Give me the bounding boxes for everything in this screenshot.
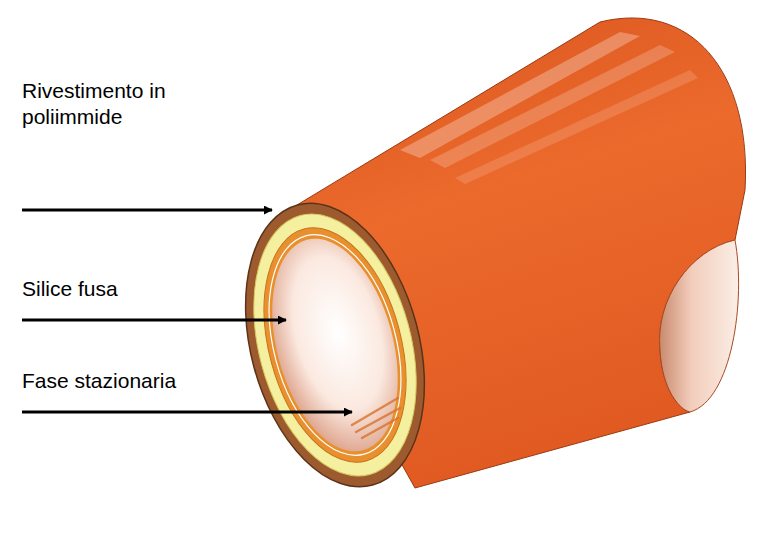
leader-arrow (22, 210, 352, 412)
part-label: Silice fusa (22, 276, 222, 302)
tube-highlight (400, 32, 698, 184)
part-label: Fase stazionaria (22, 368, 262, 394)
bore (251, 225, 419, 466)
phase-edge (247, 220, 423, 470)
part-label: Rivestimento in poliimmide (22, 78, 172, 130)
bore-streak (352, 398, 400, 438)
silica-ring (227, 196, 443, 494)
polyimide-ring (216, 183, 453, 507)
tube-opening (660, 240, 739, 412)
phase-ring (240, 212, 430, 478)
